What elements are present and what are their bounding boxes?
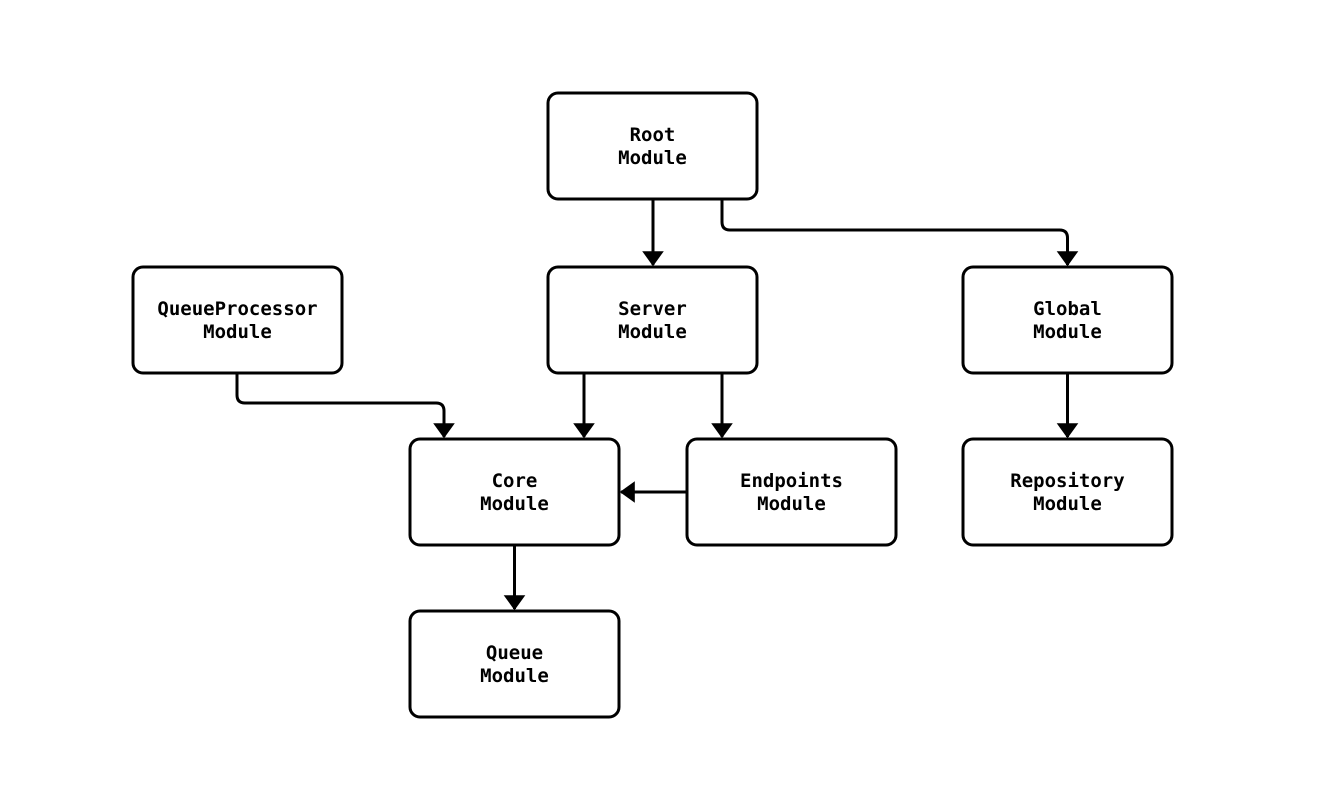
node-label-line: Module [618, 321, 687, 343]
node-label-line: Server [618, 298, 687, 320]
node-label-line: Endpoints [740, 470, 843, 492]
node-box [408, 437, 621, 547]
node-label-line: Module [757, 493, 826, 515]
edges-layer [235, 199, 1079, 611]
node-label-line: Module [1033, 321, 1102, 343]
node-label-line: Global [1033, 298, 1102, 320]
node-label-line: Module [203, 321, 272, 343]
node-label-line: QueueProcessor [157, 298, 317, 320]
node-box [408, 609, 621, 719]
node-box [131, 265, 344, 375]
node-box [546, 91, 759, 201]
node-box [961, 437, 1174, 547]
node-label-line: Module [480, 665, 549, 687]
node-label-line: Module [1033, 493, 1102, 515]
node-box [685, 437, 898, 547]
node-box [961, 265, 1174, 375]
node-box [546, 265, 759, 375]
node-label-line: Repository [1010, 470, 1124, 492]
node-label-line: Root [630, 124, 676, 146]
edge-queueprocessor-to-core [235, 373, 455, 439]
node-label-line: Module [618, 147, 687, 169]
node-label-line: Queue [486, 642, 543, 664]
node-label-line: Module [480, 493, 549, 515]
edge-root-to-global [720, 199, 1079, 267]
node-label-line: Core [492, 470, 538, 492]
nodes-layer: RootModuleQueueProcessorModuleServerModu… [131, 91, 1174, 719]
